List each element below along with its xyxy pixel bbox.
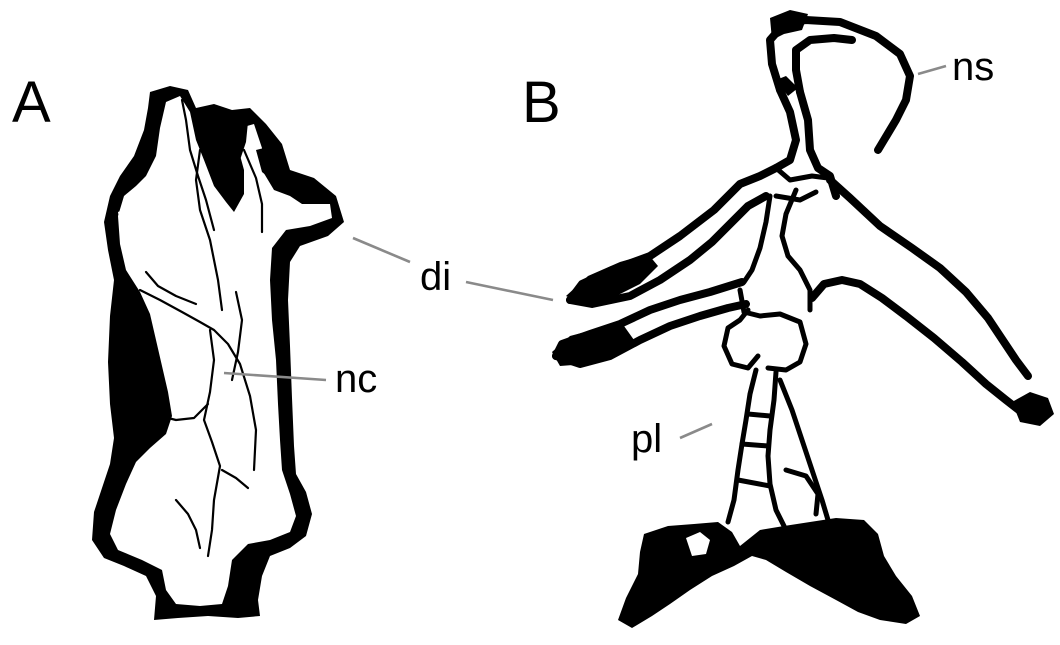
vertebra-a-dark-patch — [228, 112, 248, 168]
leader-line-di-b — [465, 280, 554, 302]
vertebra-a-light-patch — [230, 228, 246, 268]
label-di: di — [420, 255, 451, 299]
lower-diapophysis-tip — [552, 326, 634, 366]
vertebra-a-body — [110, 96, 332, 606]
label-ns: ns — [952, 45, 994, 89]
centrum-column — [773, 189, 819, 203]
panel-a-letter: A — [12, 70, 51, 135]
centrum-column — [735, 477, 773, 489]
label-nc: nc — [335, 357, 377, 401]
neural-spine-stem — [772, 86, 800, 172]
centrum-column — [739, 441, 771, 449]
vertebra-b-drawing — [552, 10, 1054, 628]
neural-spine-outline — [766, 16, 914, 154]
centrum-column — [783, 467, 821, 517]
upper-diapophysis-tip — [566, 254, 658, 306]
vertebra-a-dark-patch — [112, 300, 160, 440]
upper-diapophysis-outline — [566, 192, 770, 308]
leader-line-di-a — [352, 236, 411, 264]
vertebra-a-dark-patch — [256, 146, 284, 180]
panel-b: B — [465, 10, 1054, 628]
centrum-column — [765, 369, 787, 529]
neural-spine-tip — [776, 76, 798, 96]
vertebra-a-light-patch — [118, 206, 138, 240]
centrum-column — [741, 193, 773, 285]
centrum-column — [773, 165, 831, 183]
centrum-column — [737, 287, 809, 373]
leader-line-nc — [223, 371, 327, 382]
neural-spine-tip — [770, 10, 808, 40]
centrum-column — [721, 307, 761, 371]
leader-line-ns — [917, 64, 947, 76]
right-process-outline — [808, 276, 1028, 418]
panel-a: A — [12, 70, 411, 620]
label-pl: pl — [631, 417, 662, 461]
right-process-outline — [826, 176, 1032, 380]
panel-b-letter: B — [522, 70, 561, 135]
centrum-base — [618, 518, 920, 628]
centrum-base-opening — [686, 532, 710, 556]
leader-line-pl — [679, 422, 713, 440]
neural-spine-inner — [792, 34, 856, 96]
vertebra-a-drawing — [92, 86, 344, 620]
centrum-column — [745, 411, 773, 419]
centrum-column — [779, 187, 813, 313]
vertebra-a-cracks — [138, 98, 264, 558]
vertebra-a-light-patch — [146, 184, 160, 210]
right-process-tip — [1012, 392, 1054, 426]
vertebra-a-light-patch — [254, 226, 270, 286]
centrum-column — [777, 377, 831, 523]
